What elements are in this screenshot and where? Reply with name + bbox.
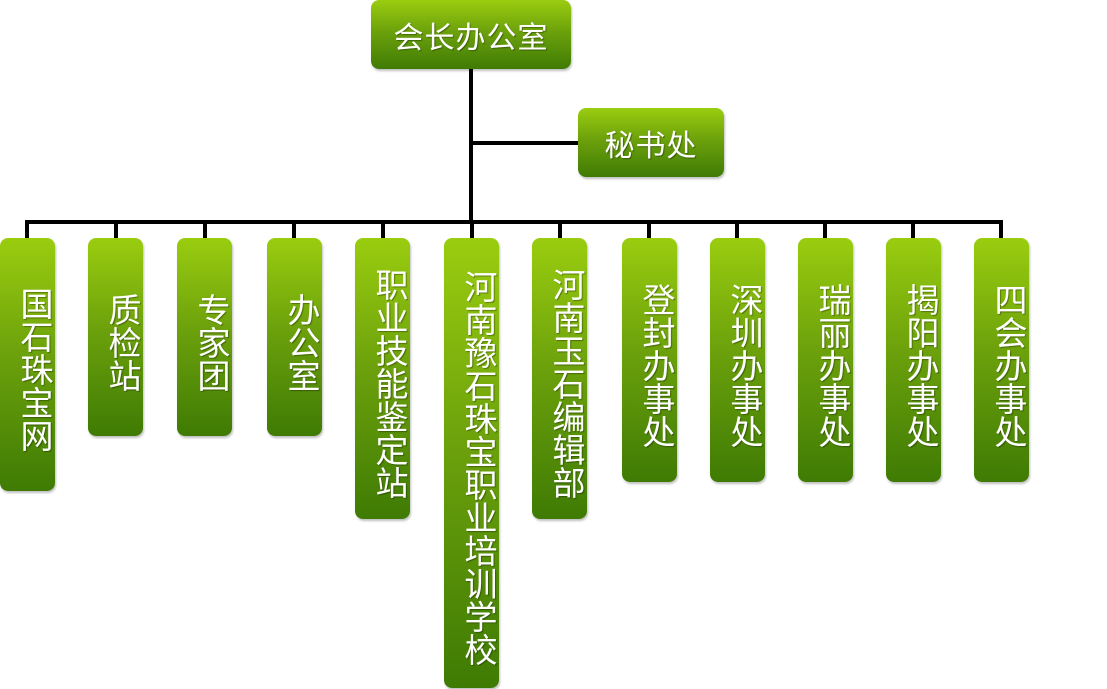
child-node-label: 揭阳办事处	[901, 282, 940, 448]
assistant-node-secretariat: 秘书处	[578, 108, 724, 177]
child-node: 国石珠宝网	[0, 238, 55, 491]
child-node-label: 办公室	[282, 292, 321, 392]
child-node: 深圳办事处	[710, 238, 765, 482]
child-node: 揭阳办事处	[886, 238, 941, 482]
child-node-label: 河南玉石编辑部	[547, 268, 586, 499]
child-node: 四会办事处	[974, 238, 1029, 482]
child-node-label: 登封办事处	[637, 282, 676, 448]
child-node: 质检站	[88, 238, 143, 436]
assistant-node-label: 秘书处	[604, 128, 698, 164]
child-node: 登封办事处	[622, 238, 677, 482]
root-node-label: 会长办公室	[393, 20, 549, 56]
child-node: 河南玉石编辑部	[532, 238, 587, 519]
child-node-label: 四会办事处	[989, 282, 1028, 448]
child-node-label: 深圳办事处	[725, 282, 764, 448]
child-node-label: 瑞丽办事处	[813, 282, 852, 448]
child-node-label: 国石珠宝网	[15, 287, 54, 452]
child-node-label: 河南豫石珠宝职业培训学校	[459, 270, 498, 666]
child-node: 办公室	[267, 238, 322, 436]
child-node-label: 质检站	[103, 292, 142, 392]
root-node-president-office: 会长办公室	[371, 0, 571, 69]
child-node-label: 专家团	[192, 292, 231, 392]
child-node: 河南豫石珠宝职业培训学校	[444, 238, 499, 688]
child-node: 专家团	[177, 238, 232, 436]
child-node: 瑞丽办事处	[798, 238, 853, 482]
child-node-label: 职业技能鉴定站	[370, 268, 409, 499]
child-node: 职业技能鉴定站	[355, 238, 410, 519]
